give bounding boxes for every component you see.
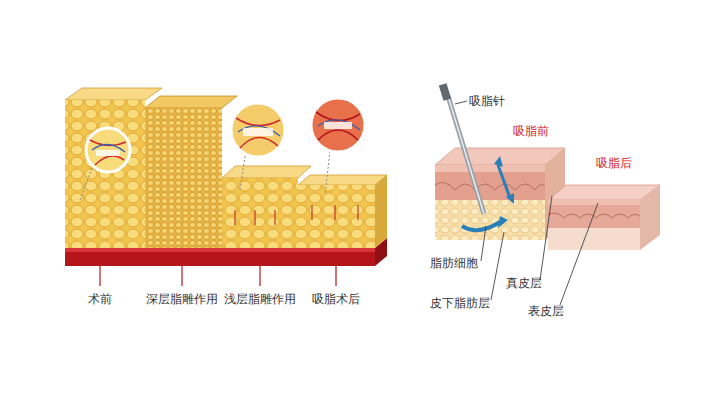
stage-label: 术前 bbox=[88, 292, 112, 306]
part-label: 脂肪细胞 bbox=[430, 256, 478, 270]
stage-label: 吸脂术后 bbox=[312, 292, 360, 306]
part-label: 皮下脂肪层 bbox=[430, 296, 490, 310]
stage-label: 深层脂雕作用 bbox=[146, 292, 218, 306]
state-label: 吸脂前 bbox=[513, 124, 549, 138]
part-label: 真皮层 bbox=[506, 276, 542, 290]
part-label: 表皮层 bbox=[528, 304, 564, 318]
part-label: 吸脂针 bbox=[469, 94, 505, 108]
state-label: 吸脂后 bbox=[596, 156, 632, 170]
stage-label: 浅层脂雕作用 bbox=[224, 292, 296, 306]
